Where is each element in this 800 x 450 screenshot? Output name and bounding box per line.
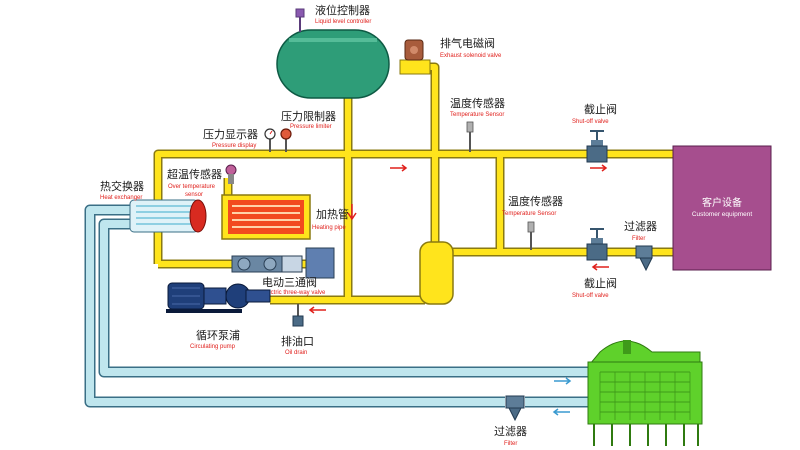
pressure-gauge-icon xyxy=(264,128,276,152)
three-way-valve-en-label: Electric three-way valve xyxy=(262,290,326,296)
flow-arrow-icon xyxy=(347,204,357,221)
pressure-limiter-en-label: Pressure limiter xyxy=(290,124,332,130)
shutoff-bottom-en-label: Shut-off valve xyxy=(572,293,609,299)
heat-exchanger-icon xyxy=(129,199,207,233)
y-strainer-bottom-icon xyxy=(505,395,525,422)
oil-drain-label: 排油口 xyxy=(281,334,314,348)
heating-pipe-label: 加热管 xyxy=(316,207,349,221)
temp-sensor-top-en-label: Temperature Sensor xyxy=(450,112,504,118)
oil-drain-en-label: Oil drain xyxy=(285,350,307,356)
cooling-tower-icon xyxy=(587,340,703,446)
customer-equipment xyxy=(672,145,772,271)
over-temp-sensor-label: 超温传感器 xyxy=(167,167,222,181)
drain-valve-icon xyxy=(292,304,304,327)
pressure-display-en-label: Pressure display xyxy=(212,143,256,149)
heating-pipe-en-label: Heating pipe xyxy=(312,225,346,231)
temperature-probe-mid-icon xyxy=(527,221,535,250)
circulating-pump-en-label: Circulating pump xyxy=(190,344,236,350)
customer-label: 客户设备 xyxy=(702,196,742,209)
filter-bottom-en-label: Filter xyxy=(504,441,517,447)
tank-icon xyxy=(276,8,390,99)
customer-en-label: Customer equipment xyxy=(692,211,753,218)
circulating-pump-label: 循环泵浦 xyxy=(196,329,240,342)
level-controller-label: 液位控制器 xyxy=(315,3,370,17)
shutoff-top-label: 截止阀 xyxy=(584,102,617,116)
exhaust-valve-en-label: Exhaust solenoid valve xyxy=(440,53,502,59)
flow-arrows xyxy=(308,164,609,416)
pressure-display-label: 压力显示器 xyxy=(203,128,258,141)
shutoff-bottom-label: 截止阀 xyxy=(584,276,617,290)
filter-right-en-label: Filter xyxy=(632,236,645,242)
heat-exchanger-label: 热交换器 xyxy=(100,179,144,193)
over-temp-sensor-en-label-2: sensor xyxy=(185,192,203,198)
cooling-water-pipes xyxy=(84,204,590,408)
expansion-tank-icon xyxy=(419,241,454,305)
globe-valve-icon xyxy=(586,130,608,163)
filter-bottom-label: 过滤器 xyxy=(494,425,527,438)
globe-valve-bottom-icon xyxy=(586,228,608,261)
heat-exchanger-en-label: Heat exchanger xyxy=(100,195,142,201)
temperature-probe-icon xyxy=(466,121,474,152)
heating-coil-icon xyxy=(221,194,311,240)
pressure-limiter-icon xyxy=(280,128,292,152)
motor-pump-icon xyxy=(166,282,271,313)
level-controller-en-label: Liquid level controller xyxy=(315,19,371,25)
temp-sensor-mid-label: 温度传感器 xyxy=(508,194,563,208)
shutoff-top-en-label: Shut-off valve xyxy=(572,119,609,125)
temp-sensor-top-label: 温度传感器 xyxy=(450,96,505,110)
over-temp-sensor-en-label: Over temperature xyxy=(168,184,216,190)
three-way-valve-label: 电动三通阀 xyxy=(262,275,317,289)
exhaust-valve-label: 排气电磁阀 xyxy=(440,36,495,50)
three-way-valve-icon xyxy=(231,247,335,279)
pressure-limiter-label: 压力限制器 xyxy=(281,110,336,123)
solenoid-valve-icon xyxy=(399,39,431,75)
temp-sensor-mid-en-label: Temperature Sensor xyxy=(502,211,556,217)
over-temp-sensor-icon xyxy=(225,164,237,184)
filter-right-label: 过滤器 xyxy=(624,220,657,233)
y-strainer-icon xyxy=(635,245,653,272)
